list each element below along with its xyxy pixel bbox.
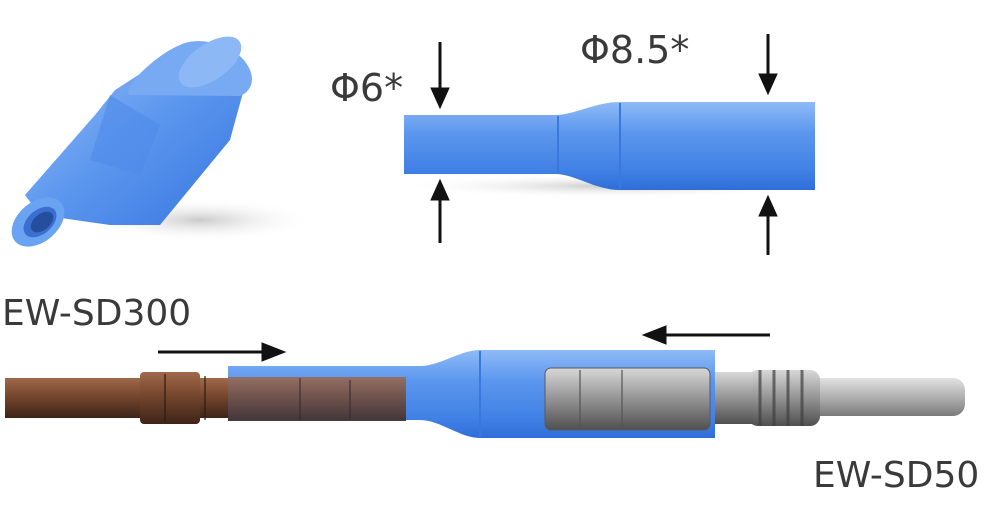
part-label-right: EW-SD50	[813, 455, 980, 496]
sleeve-3d-icon	[11, 36, 315, 247]
arrow-right-icon	[158, 342, 287, 362]
part-label-left: EW-SD300	[2, 293, 192, 334]
sleeve-side-view	[395, 102, 825, 198]
diameter-large-label: Φ8.5*	[580, 28, 690, 72]
arrow-down-icon	[430, 42, 450, 110]
gray-wire	[800, 378, 965, 416]
arrow-down-icon	[758, 34, 778, 96]
arrow-left-icon	[641, 325, 770, 345]
arrow-up-icon	[758, 194, 778, 255]
brown-probe	[5, 372, 235, 424]
diameter-small-label: Φ6*	[330, 66, 404, 110]
arrow-up-icon	[430, 178, 450, 243]
assembly-view	[5, 350, 965, 438]
gray-connector	[705, 370, 820, 426]
